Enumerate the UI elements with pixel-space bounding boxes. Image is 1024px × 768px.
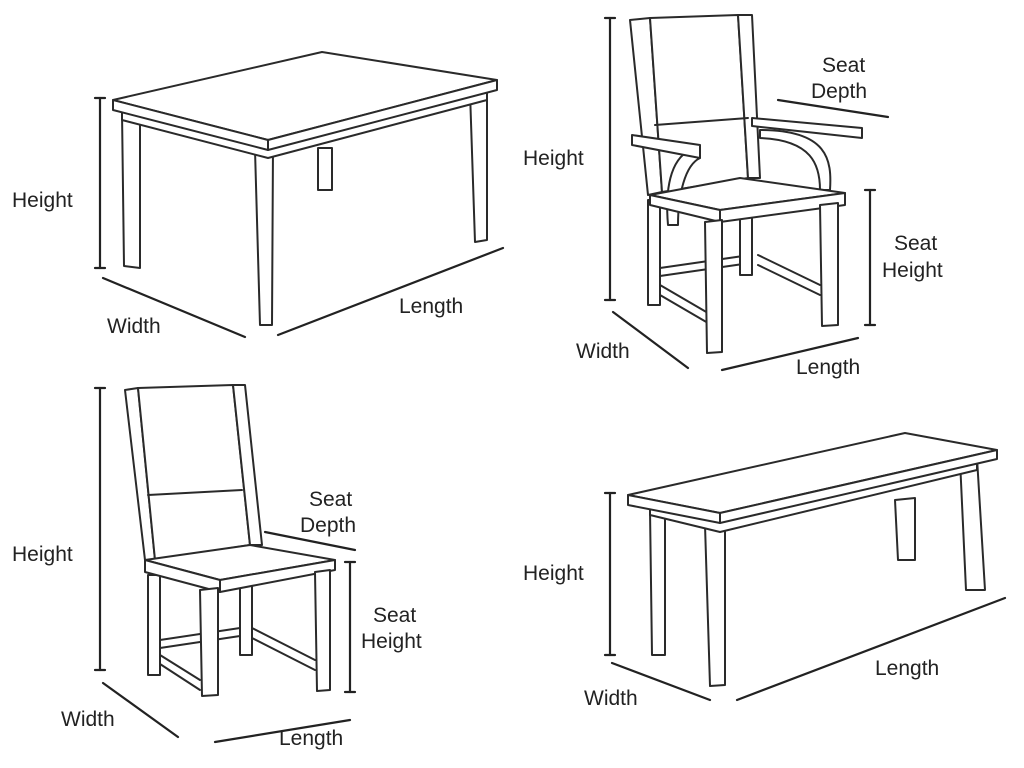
- armchair-seat-depth-label-line2: Depth: [811, 80, 867, 103]
- table-dimension-lines: [93, 96, 505, 339]
- bench-dimension-lines: [603, 491, 1007, 702]
- armchair-width-label: Width: [576, 340, 630, 363]
- armchair-seat-height-label-line1: Seat: [894, 232, 937, 255]
- side-chair-dimension-lines: [93, 386, 357, 744]
- dining-table-illustration: [112, 51, 498, 326]
- side-chair-width-label: Width: [61, 708, 115, 731]
- side-chair-illustration: [124, 384, 336, 697]
- bench-width-label: Width: [584, 687, 638, 710]
- bench-length-label: Length: [875, 657, 939, 680]
- side-chair-seat-depth-label-line1: Seat: [309, 488, 352, 511]
- side-chair-seat-height-label-line1: Seat: [373, 604, 416, 627]
- armchair-length-label: Length: [796, 356, 860, 379]
- armchair-height-label: Height: [523, 147, 584, 170]
- table-height-label: Height: [12, 189, 73, 212]
- armchair-seat-height-label-line2: Height: [882, 259, 943, 282]
- side-chair-seat-depth-label-line2: Depth: [300, 514, 356, 537]
- table-length-label: Length: [399, 295, 463, 318]
- armchair-illustration: [629, 14, 863, 354]
- side-chair-length-label: Length: [279, 727, 343, 750]
- side-chair-height-label: Height: [12, 543, 73, 566]
- side-chair-seat-height-label-line2: Height: [361, 630, 422, 653]
- bench-height-label: Height: [523, 562, 584, 585]
- bench-illustration: [627, 432, 998, 687]
- table-width-label: Width: [107, 315, 161, 338]
- armchair-seat-depth-label-line1: Seat: [822, 54, 865, 77]
- armchair-dimension-lines: [603, 16, 890, 372]
